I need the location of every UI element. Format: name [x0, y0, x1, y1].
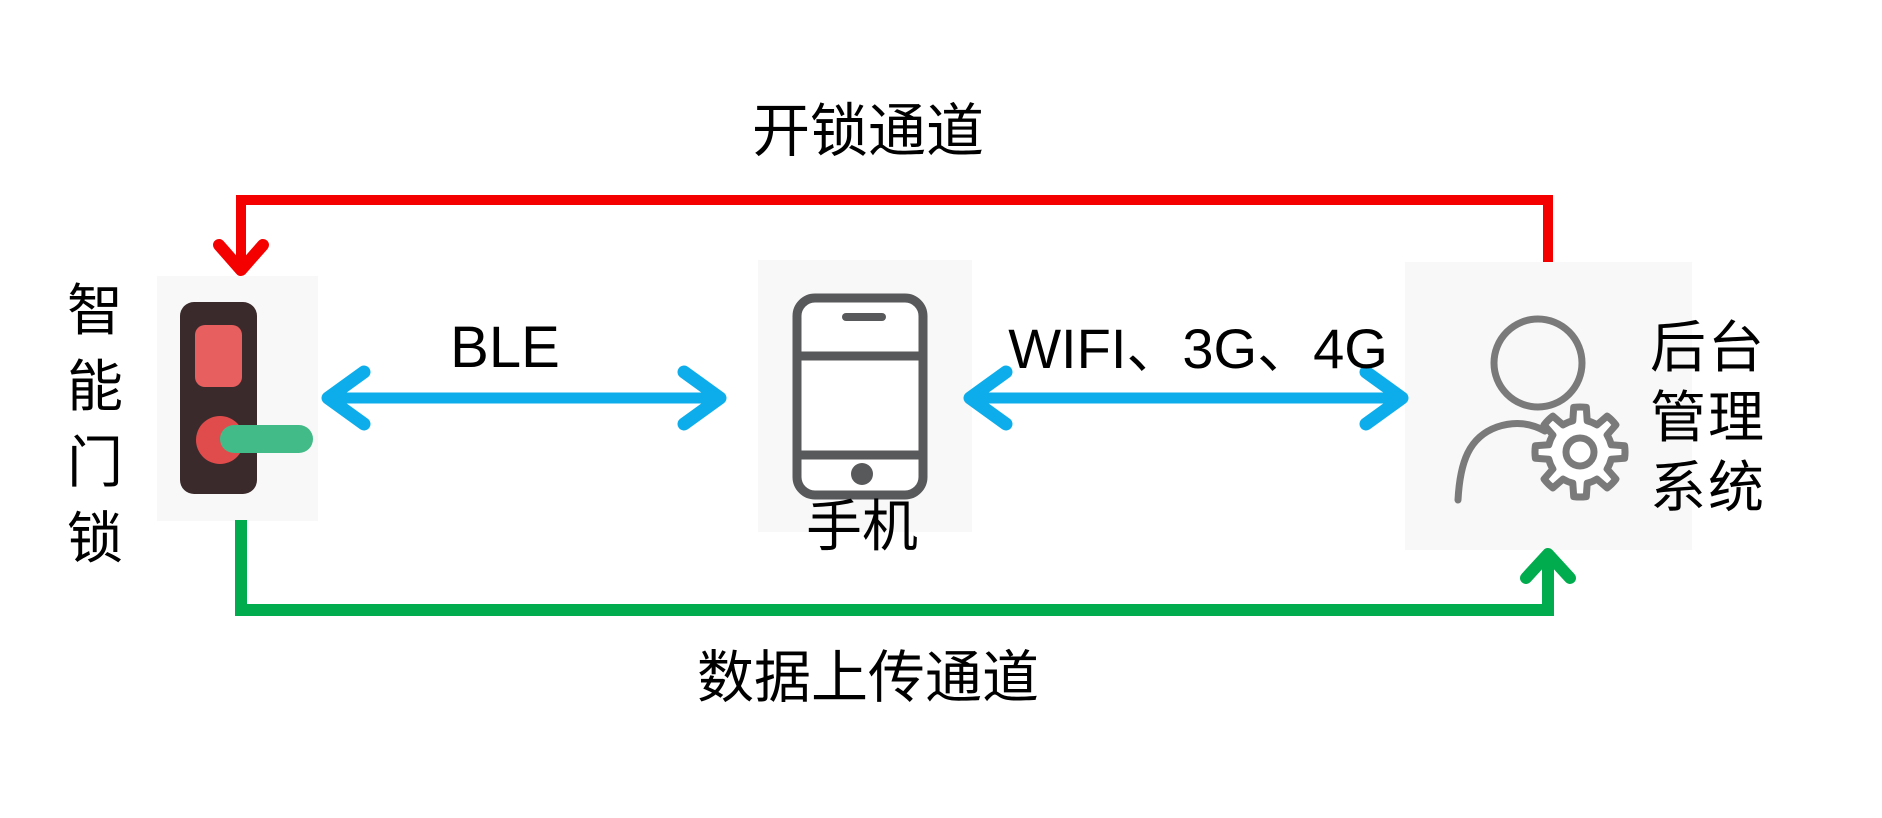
person-head-icon	[1490, 315, 1586, 411]
wan-link-label: WIFI、3G、4G	[1008, 317, 1388, 380]
wan-arrowhead-left-icon	[963, 365, 1013, 431]
smart-lock-label-char: 能	[67, 357, 123, 419]
backend-label: 后台 管理 系统	[1650, 314, 1774, 524]
phone-node	[758, 260, 972, 532]
upload-channel-label: 数据上传通道	[697, 647, 1039, 710]
lock-keypad-panel	[195, 325, 242, 387]
person-shoulder-icon	[1454, 420, 1549, 504]
smart-lock-icon	[180, 302, 313, 494]
ble-arrowhead-left-icon	[321, 365, 371, 431]
lock-handle	[220, 425, 313, 453]
upload-arrowhead-up-icon	[1520, 548, 1576, 584]
smart-lock-label-char: 锁	[67, 509, 123, 571]
phone-outline	[792, 293, 928, 500]
unlock-channel-arrow	[236, 195, 1553, 266]
phone-home-button	[851, 463, 873, 485]
phone-label: 手机	[806, 497, 918, 559]
backend-label-line: 系统	[1650, 458, 1766, 520]
backend-node	[1405, 262, 1692, 550]
ble-link-label: BLE	[450, 315, 560, 380]
backend-label-line: 管理	[1650, 388, 1766, 450]
backend-label-line: 后台	[1650, 318, 1766, 380]
unlock-arrowhead-down-icon	[213, 239, 269, 276]
phone-speaker	[842, 313, 886, 321]
unlock-channel-label: 开锁通道	[751, 99, 984, 164]
backend-admin-icon	[1454, 315, 1629, 504]
smart-lock-node	[157, 276, 318, 521]
smart-lock-label-char: 智	[67, 281, 123, 343]
phone-icon	[792, 293, 928, 500]
smart-lock-label-char: 门	[67, 433, 123, 495]
gear-hole	[1562, 434, 1598, 470]
ble-arrowhead-right-icon	[677, 365, 727, 431]
gear-icon	[1531, 403, 1629, 501]
smart-lock-label: 智 能 门 锁	[63, 274, 127, 578]
